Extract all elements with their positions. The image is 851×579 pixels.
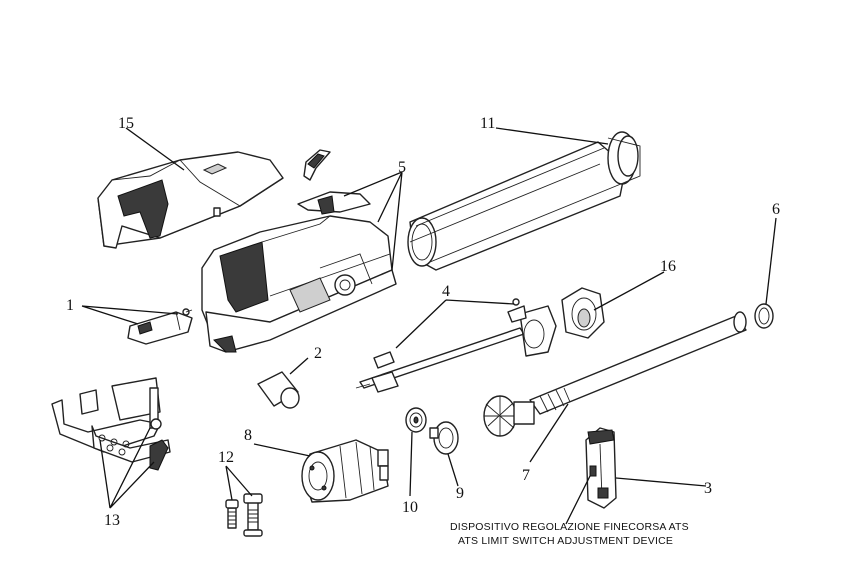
callout-labels: 15 11 5 6 16 1 4 2 8 12 10 9 7 3 13 [66, 115, 780, 529]
part-8-motor [301, 439, 389, 503]
leader-lines [81, 127, 777, 525]
caption: DISPOSITIVO REGOLAZIONE FINECORSA ATS AT… [450, 521, 689, 547]
part-5-clips [297, 149, 371, 215]
callout-8: 8 [244, 427, 252, 444]
part-12-screws [225, 493, 263, 537]
callout-15: 15 [118, 115, 134, 132]
callout-10: 10 [402, 499, 418, 516]
part-2-cylinder [257, 371, 300, 409]
callout-11: 11 [480, 115, 495, 132]
callout-4: 4 [442, 283, 450, 300]
part-16-endcap [561, 287, 605, 339]
callout-1: 1 [66, 297, 74, 314]
part-3-ats-device [585, 427, 617, 509]
caption-english: ATS LIMIT SWITCH ADJUSTMENT DEVICE [458, 535, 673, 547]
callout-2: 2 [314, 345, 322, 362]
part-1-hinge [127, 308, 193, 345]
callout-7: 7 [522, 467, 530, 484]
part-10-gear [405, 407, 427, 433]
part-15-top-cover [97, 151, 284, 249]
part-13-bracket [51, 377, 171, 471]
callout-6: 6 [772, 201, 780, 218]
part-9-pinion [429, 421, 459, 455]
caption-italian: DISPOSITIVO REGOLAZIONE FINECORSA ATS [450, 521, 689, 533]
main-housing [201, 215, 397, 353]
part-11-tube [407, 131, 641, 271]
part-4-limit-switch [355, 298, 557, 393]
callout-12: 12 [218, 449, 234, 466]
part-7-shaft [483, 311, 747, 437]
callout-9: 9 [456, 485, 464, 502]
callout-16: 16 [660, 258, 676, 275]
callout-13: 13 [104, 512, 120, 529]
callout-5: 5 [398, 159, 406, 176]
part-6-ring [754, 303, 774, 329]
callout-3: 3 [704, 480, 712, 497]
